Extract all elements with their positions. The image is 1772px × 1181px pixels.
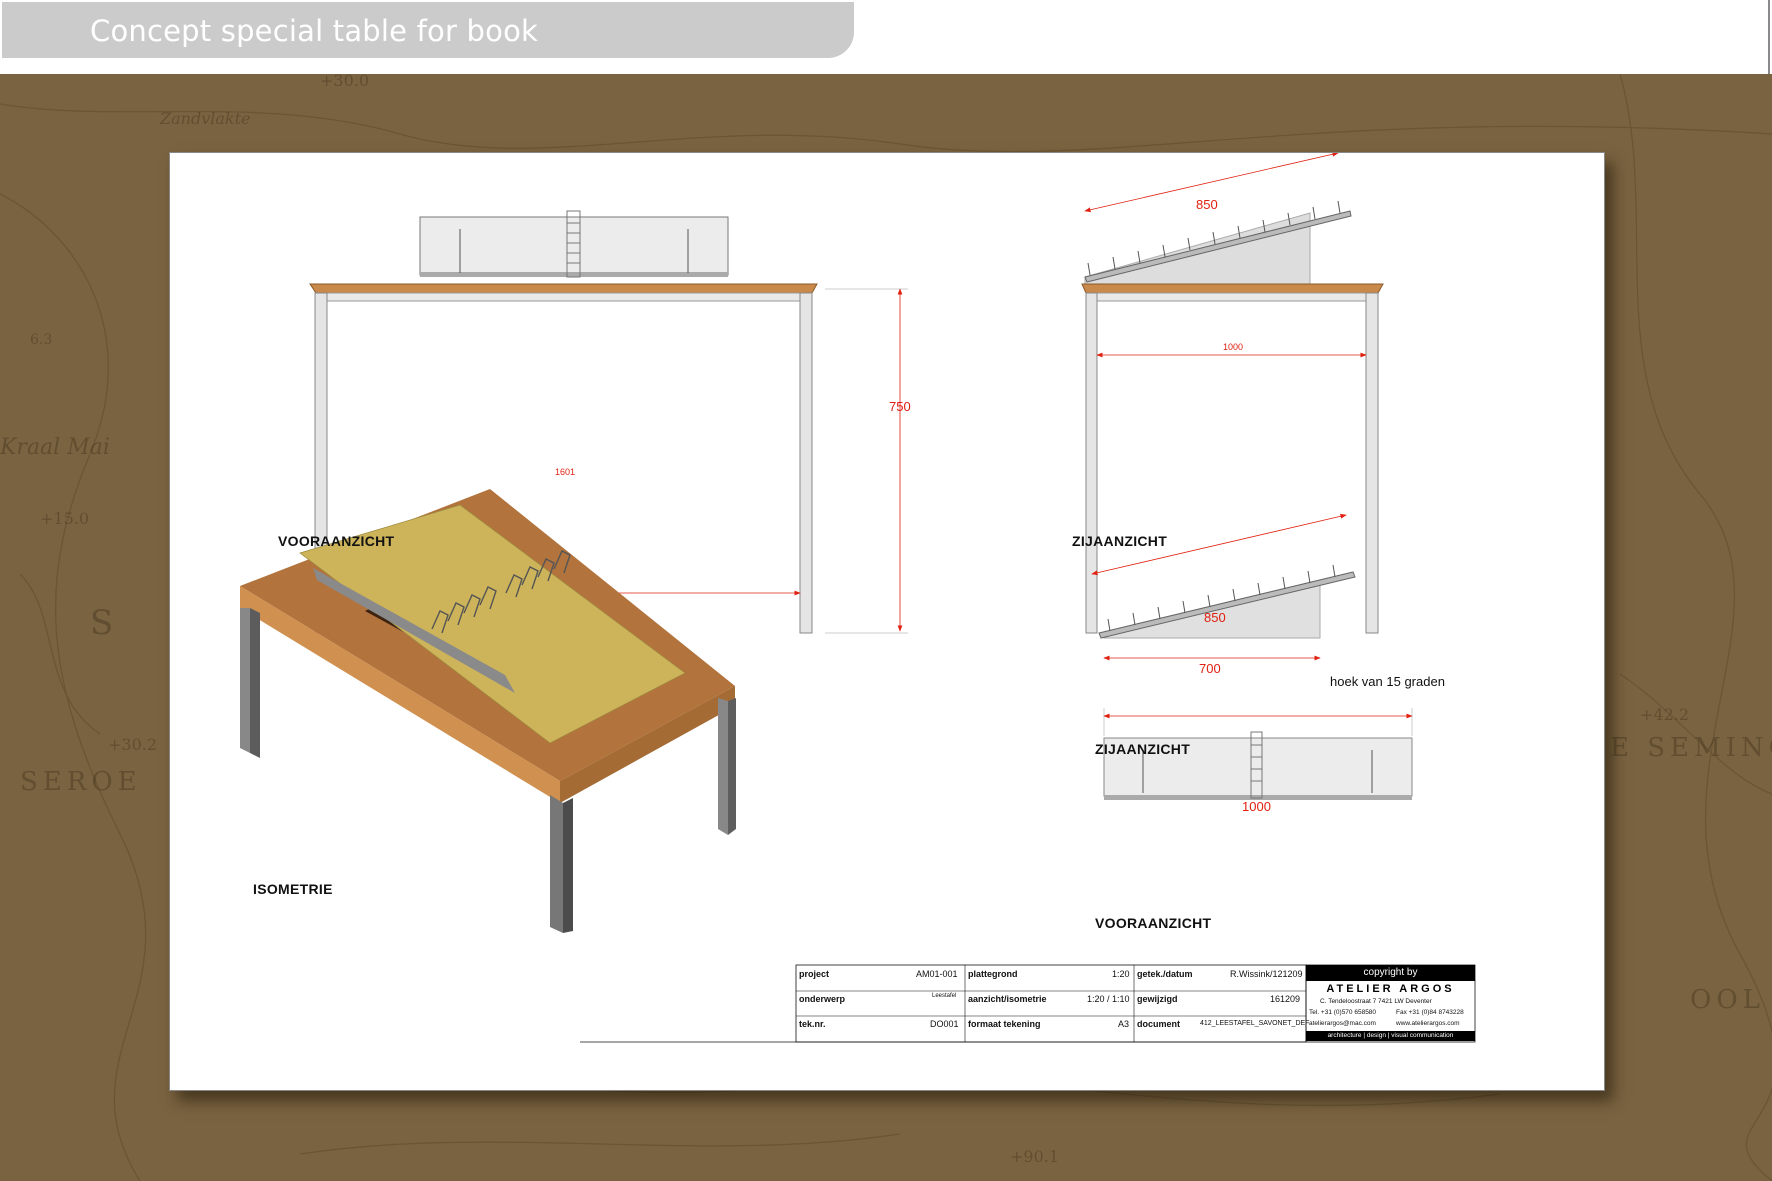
angle-note: hoek van 15 graden (1330, 674, 1445, 689)
svg-text:OOL: OOL (1690, 985, 1765, 1015)
tb-onderwerp-value: Leestafel (932, 993, 957, 999)
company-tel: Tel. +31 (0)570 658580 (1309, 1009, 1377, 1016)
tb-gewijzigd-value: 161209 (1270, 994, 1301, 1004)
technical-drawing (240, 153, 1476, 1043)
tb-project-value: AM01-001 (916, 969, 958, 979)
svg-text:+30.0: +30.0 (320, 74, 369, 90)
page-title: Concept special table for book (90, 14, 539, 48)
svg-text:SEROE: SEROE (20, 767, 142, 797)
tb-plattegrond-label: plattegrond (968, 969, 1018, 979)
frame-edge (1768, 0, 1770, 74)
svg-text:+15.0: +15.0 (40, 509, 89, 528)
tb-plattegrond-value: 1:20 (1112, 969, 1130, 979)
stand-front-drawing (1103, 708, 1413, 800)
svg-text:+90.1: +90.1 (1010, 1147, 1059, 1166)
svg-text:+30.2: +30.2 (108, 735, 157, 754)
isometric-label: ISOMETRIE (253, 881, 333, 897)
tb-formaat-value: A3 (1118, 1019, 1130, 1029)
map-texture: +30.0 Zandvlakte 6.3 Kraal Mai +15.0 S S… (0, 74, 1772, 1181)
tb-onderwerp-label: onderwerp (799, 994, 846, 1004)
tb-formaat-label: formaat tekening (968, 1019, 1041, 1029)
svg-text:+42.2: +42.2 (1640, 705, 1689, 724)
svg-text:E SEMING: E SEMING (1610, 733, 1772, 763)
tb-project-label: project (799, 969, 830, 979)
tb-aanzicht-label: aanzicht/isometrie (968, 994, 1047, 1004)
drawing-sheet: VOORAANZICHT ZIJAANZICHT ISOMETRIE ZIJAA… (169, 152, 1605, 1091)
side-view-label: ZIJAANZICHT (1072, 533, 1168, 549)
side-width-dim: 1000 (1223, 342, 1244, 352)
svg-text:Zandvlakte: Zandvlakte (159, 109, 251, 128)
isometric-drawing (240, 489, 736, 933)
stand-side-drawing (1091, 513, 1356, 661)
tb-getek-value: R.Wissink/121209 (1230, 969, 1303, 979)
header-bar: Concept special table for book (0, 0, 1772, 74)
svg-text:S: S (90, 603, 113, 643)
front-height-dim: 750 (889, 399, 911, 414)
title-tab: Concept special table for book (2, 2, 854, 58)
company-logo-text: ATELIER ARGOS (1326, 983, 1455, 995)
tb-getek-label: getek./datum (1137, 969, 1193, 979)
svg-text:Kraal Mai: Kraal Mai (0, 435, 110, 460)
tb-gewijzigd-label: gewijzigd (1137, 994, 1178, 1004)
tb-document-value: 412_LEESTAFEL_SAVONET_DEF (1200, 1020, 1310, 1027)
front-width-dim: 1601 (555, 467, 576, 477)
company-footer: architecture | design | visual communica… (1306, 1031, 1475, 1041)
front-view-label: VOORAANZICHT (278, 533, 395, 549)
company-address: C. Tendeloostraat 7 7421 LW Deventer (1320, 998, 1432, 1005)
side-top-dim: 850 (1196, 197, 1218, 212)
stand-base-dim: 700 (1199, 661, 1221, 676)
stand-front-label: VOORAANZICHT (1095, 915, 1212, 931)
company-email: atelierargos@mac.com (1309, 1020, 1376, 1027)
stand-side-label: ZIJAANZICHT (1095, 741, 1191, 757)
side-view-drawing (1081, 153, 1384, 634)
company-fax: Fax +31 (0)84 8743228 (1396, 1009, 1464, 1016)
stand-top-dim: 850 (1204, 610, 1226, 625)
tb-teknr-label: tek.nr. (799, 1019, 826, 1029)
company-web: www.atelierargos.com (1396, 1020, 1460, 1027)
tb-aanzicht-value: 1:20 / 1:10 (1087, 994, 1130, 1004)
stand-front-width-dim: 1000 (1242, 799, 1271, 814)
tb-teknr-value: DO001 (930, 1019, 959, 1029)
tb-document-label: document (1137, 1019, 1181, 1029)
copyright-heading: copyright by (1306, 965, 1475, 981)
svg-text:6.3: 6.3 (30, 332, 52, 348)
